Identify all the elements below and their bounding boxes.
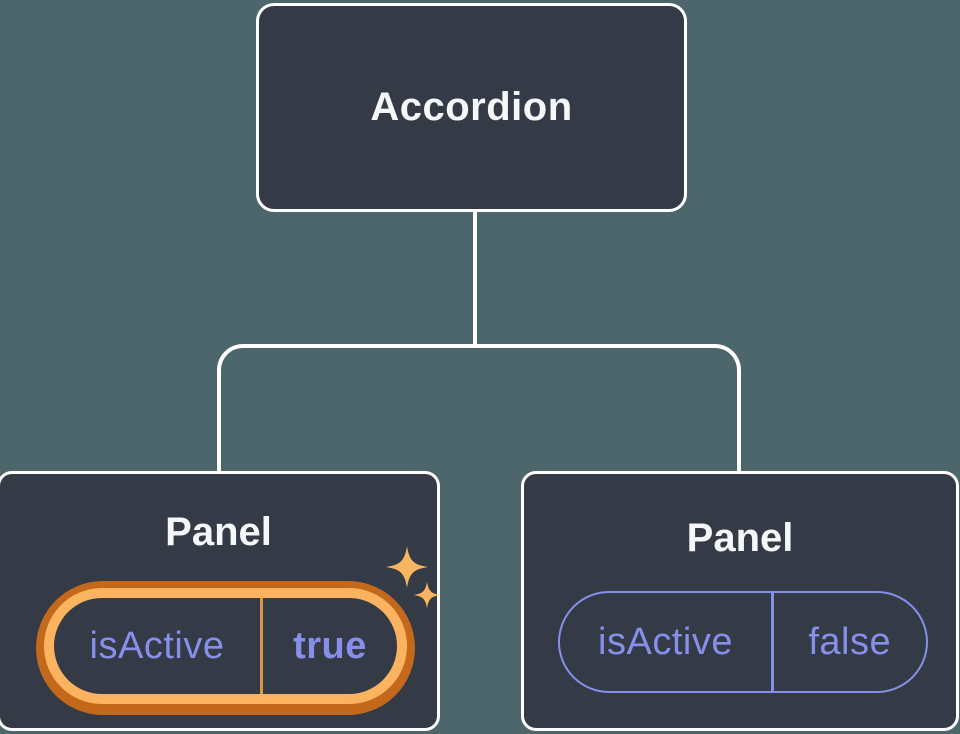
- panel-title: Panel: [686, 516, 794, 560]
- root-node-label: Accordion: [370, 85, 573, 129]
- prop-value-label: false: [808, 620, 892, 663]
- panel-node-inactive: Panel isActive false: [521, 471, 959, 731]
- panel-title: Panel: [165, 510, 272, 554]
- prop-name-cell: isActive: [54, 598, 260, 694]
- prop-name-cell: isActive: [560, 593, 771, 691]
- prop-value-cell: false: [774, 593, 927, 691]
- pill-divider: [260, 598, 263, 694]
- prop-pill-core: isActive true: [54, 598, 397, 694]
- prop-pill-inactive: isActive false: [558, 591, 928, 693]
- sparkle-large-icon: [385, 545, 429, 589]
- prop-name-label: isActive: [89, 624, 225, 667]
- prop-name-label: isActive: [598, 620, 733, 663]
- pill-divider: [771, 593, 774, 691]
- connector-bracket: [217, 344, 741, 471]
- panel-node-active: Panel isActive true: [0, 471, 441, 731]
- prop-value-label: true: [293, 624, 367, 667]
- prop-value-cell: true: [263, 598, 397, 694]
- prop-pill-active: isActive true: [36, 581, 415, 715]
- root-node-accordion: Accordion: [256, 3, 687, 212]
- connector-stem: [473, 210, 477, 347]
- sparkle-small-icon: [413, 581, 441, 609]
